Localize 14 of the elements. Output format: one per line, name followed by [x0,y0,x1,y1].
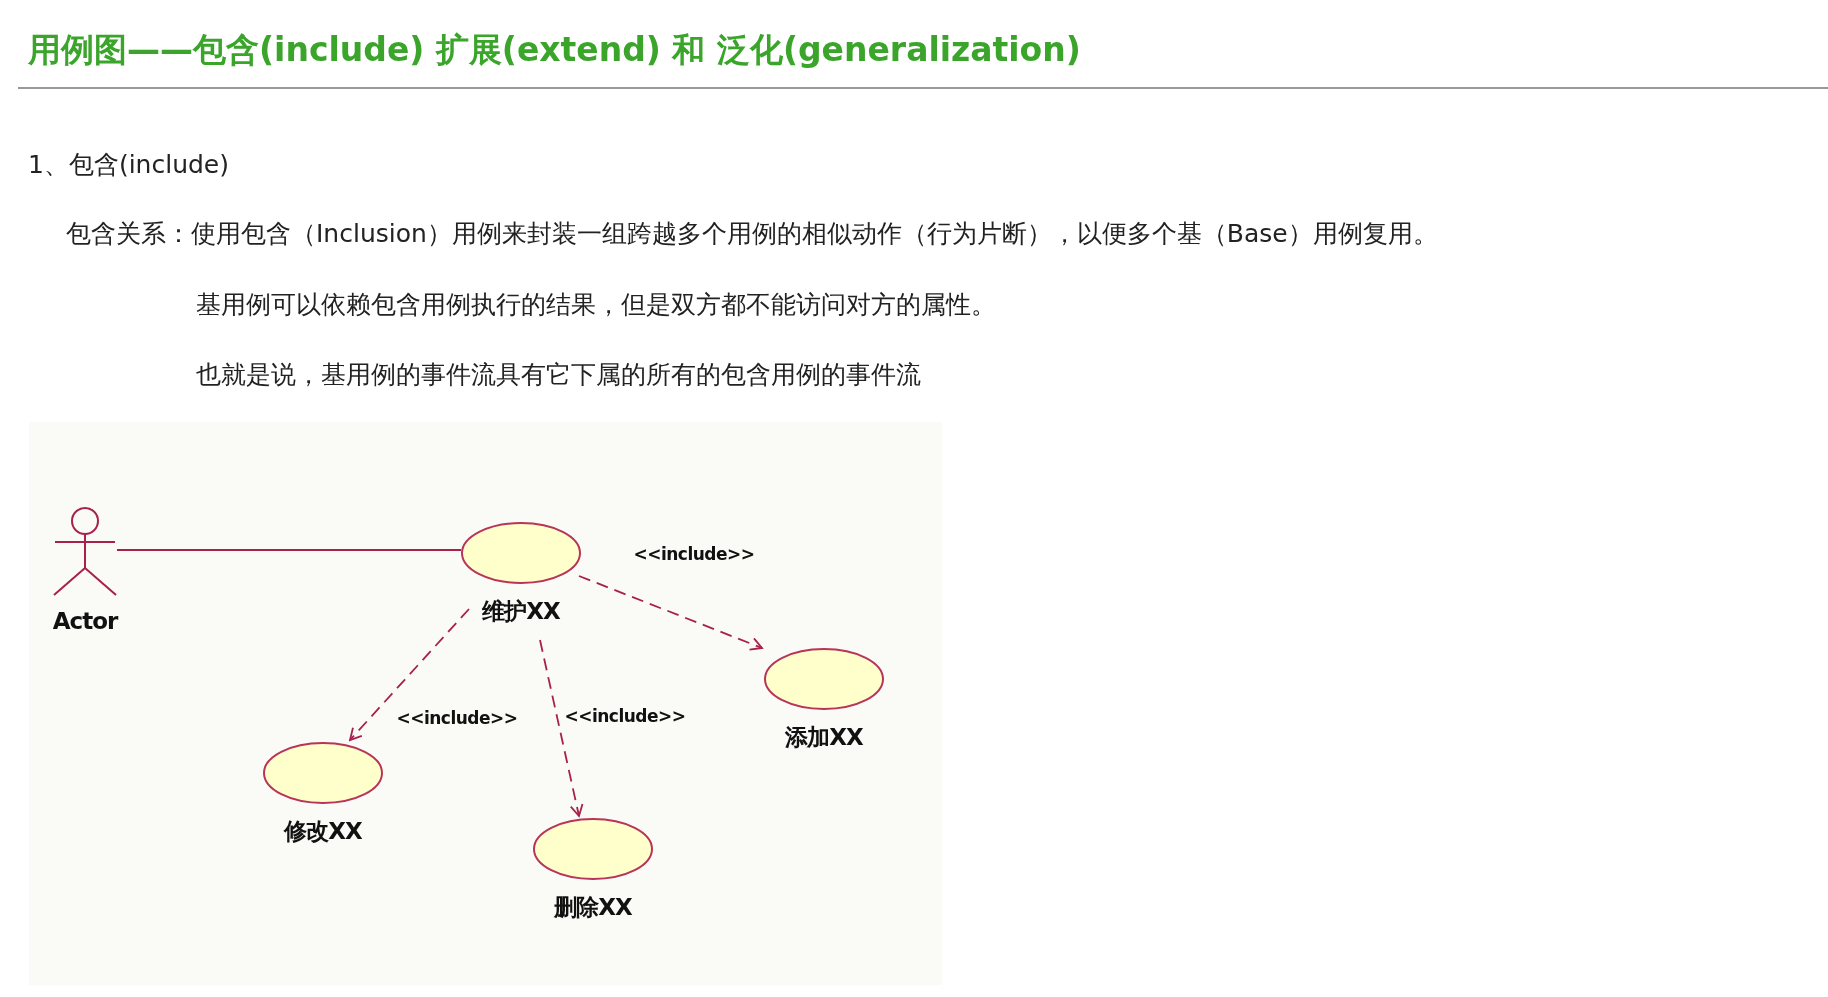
section-heading: 1、包含(include) [28,149,229,181]
paragraph: 也就是说，基用例的事件流具有它下属的所有的包含用例的事件流 [196,359,921,391]
page-title: 用例图——包含(include) 扩展(extend) 和 泛化(generalization) [28,29,1081,71]
use-case-label: 维护XX [481,597,561,626]
paragraph: 包含关系：使用包含（Inclusion）用例来封装一组跨越多个用例的相似动作（行为片断），以便多个基（Base）用例复用。 [66,218,1438,250]
association-line [116,549,462,551]
paragraph: 基用例可以依赖包含用例执行的结果，但是双方都不能访问对方的属性。 [196,289,996,321]
actor-label: Actor [51,608,119,634]
include-arrow [578,575,763,651]
use-case-label: 删除XX [553,893,633,922]
use-case-label: 添加XX [784,723,864,752]
include-arrow [349,608,470,741]
include-arrow [539,639,584,817]
use-case-label: 修改XX [282,817,363,846]
